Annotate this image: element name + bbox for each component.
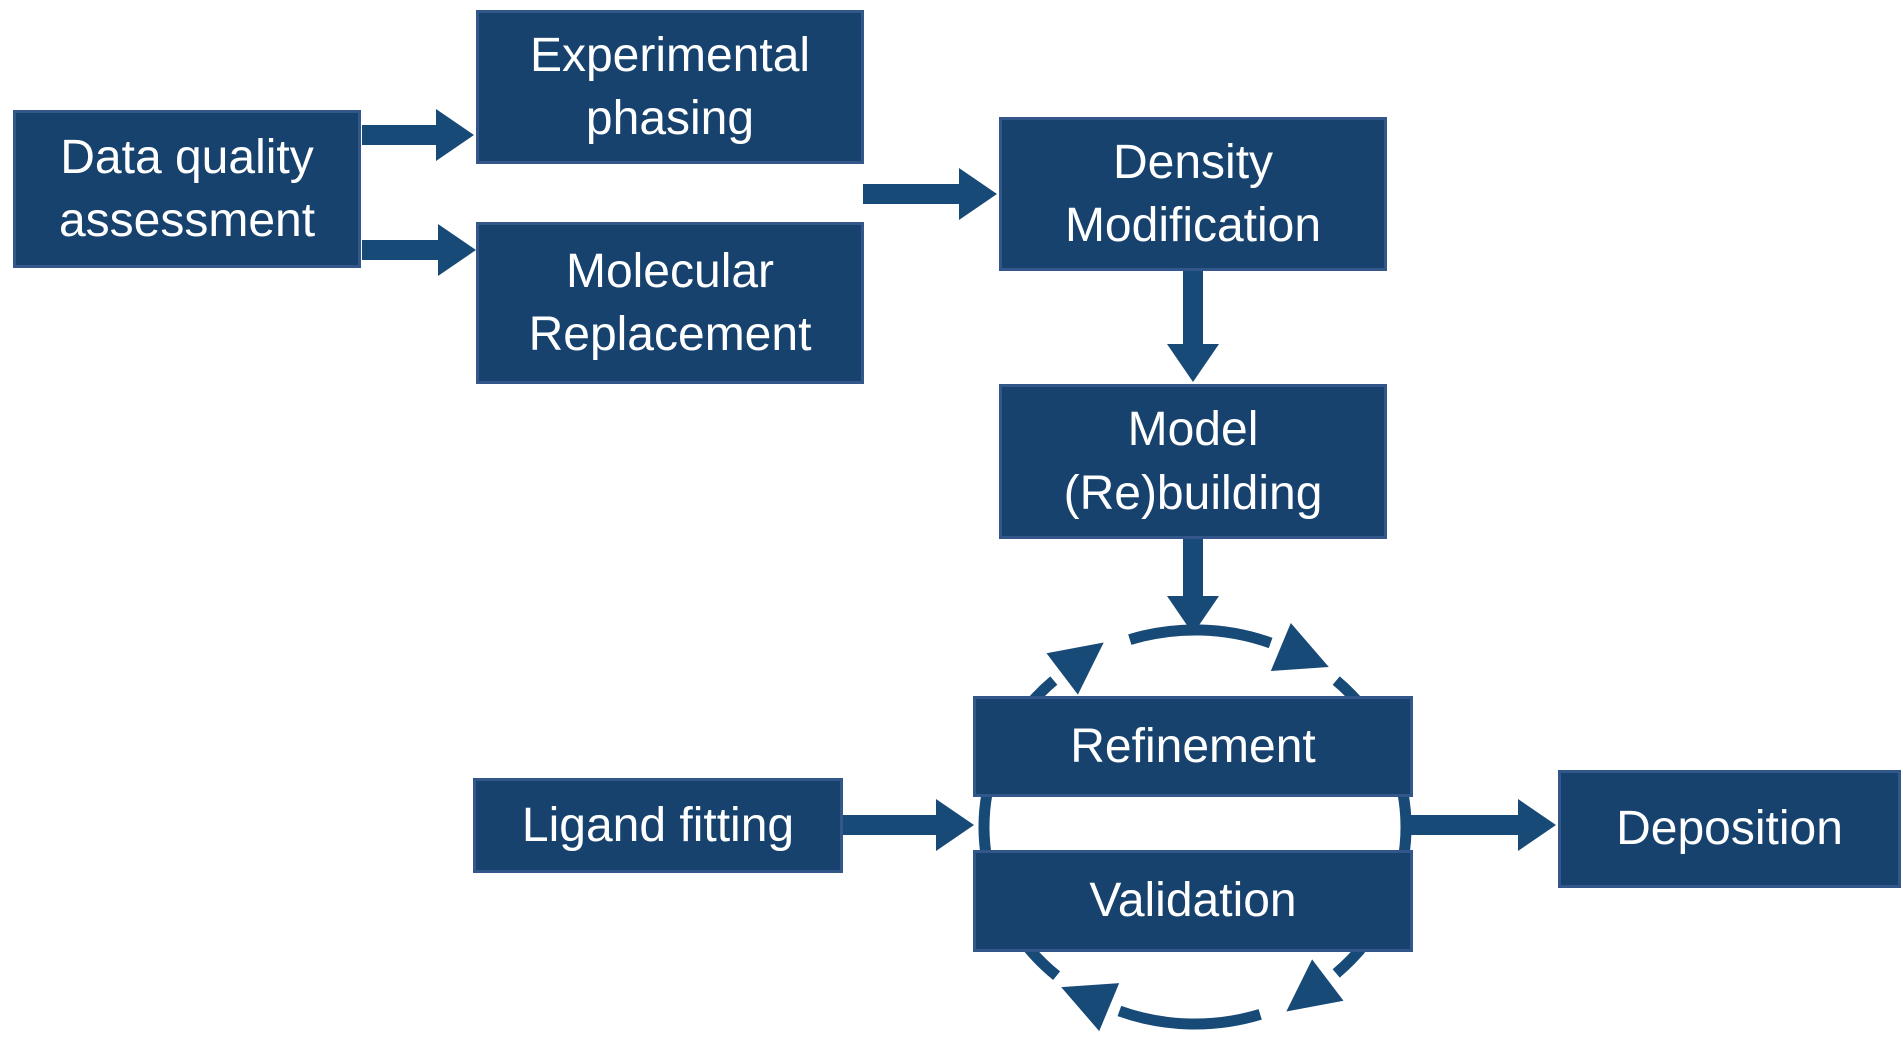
cycle-arrowhead-top-left: [1046, 642, 1104, 695]
node-label: Data quality assessment: [58, 130, 316, 247]
node-density-modification: Density Modification: [999, 117, 1387, 271]
arrow-cycle-to-deposition: [1404, 799, 1556, 851]
node-model-rebuilding: Model (Re)building: [999, 384, 1387, 539]
arrow-dqa-to-molecular-replacement: [362, 224, 476, 276]
cycle-arc-top: [1128, 624, 1273, 649]
node-experimental-phasing: Experimental phasing: [476, 10, 864, 164]
cycle-arrowhead-bottom-left: [1061, 983, 1120, 1032]
arrow-dqa-to-experimental-phasing: [362, 109, 474, 161]
cycle-arc-bottom: [1117, 1005, 1262, 1030]
node-ligand-fitting: Ligand fitting: [473, 778, 843, 873]
node-refinement: Refinement: [973, 696, 1413, 797]
node-molecular-replacement: Molecular Replacement: [476, 222, 864, 384]
arrow-model-rebuilding-to-cycle: [1167, 539, 1219, 634]
arrow-density-modification-to-model-rebuilding: [1167, 271, 1219, 382]
node-deposition: Deposition: [1558, 770, 1901, 888]
node-label: Model (Re)building: [1063, 403, 1323, 520]
node-label: Experimental phasing: [529, 28, 811, 145]
node-label: Deposition: [1616, 802, 1843, 856]
node-label: Validation: [1089, 874, 1297, 928]
node-label: Ligand fitting: [521, 798, 795, 852]
node-label: Molecular Replacement: [528, 244, 812, 361]
node-validation: Validation: [973, 850, 1413, 952]
node-label: Refinement: [1070, 719, 1316, 773]
arrow-ligand-fitting-to-cycle: [843, 799, 974, 851]
cycle-arrowhead-top-right: [1270, 623, 1329, 671]
node-label: Density Modification: [1064, 135, 1322, 252]
node-data-quality-assessment: Data quality assessment: [13, 110, 361, 268]
cycle-arrowhead-bottom-right: [1286, 959, 1344, 1012]
arrow-phasing-to-density-modification: [863, 168, 997, 220]
